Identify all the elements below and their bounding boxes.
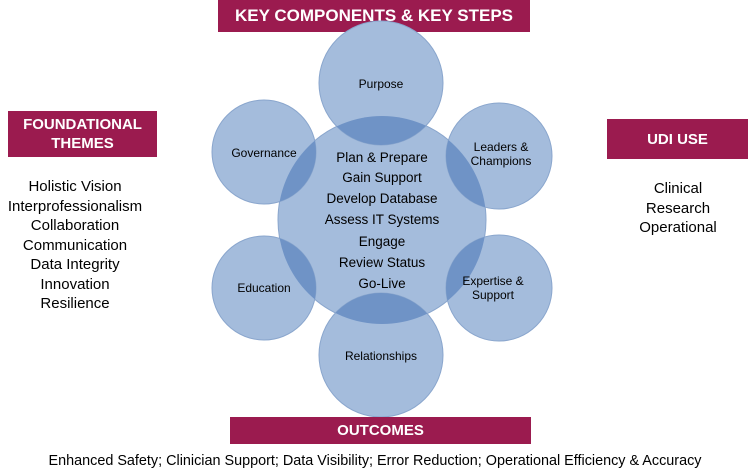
- udi-use-banner: UDI USE: [607, 119, 748, 159]
- foundational-themes-list: Holistic Vision Interprofessionalism Col…: [0, 177, 150, 314]
- theme-item: Holistic Vision: [28, 178, 122, 195]
- foundational-themes-title-line1: FOUNDATIONAL: [23, 116, 142, 133]
- theme-item: Collaboration: [30, 217, 120, 234]
- key-step: Develop Database: [326, 191, 437, 206]
- theme-item: Innovation: [40, 275, 110, 293]
- udi-use-item: Clinical: [653, 180, 703, 197]
- theme-item: Interprofessionalism: [7, 197, 143, 215]
- outcomes-banner: OUTCOMES: [230, 417, 531, 444]
- education-label: Education: [237, 281, 290, 295]
- key-step: Review Status: [339, 255, 426, 270]
- theme-item: Communication: [22, 236, 128, 254]
- governance-label: Governance: [231, 146, 297, 160]
- outcomes-title: OUTCOMES: [337, 422, 424, 439]
- foundational-themes-title-line2: THEMES: [51, 135, 114, 152]
- relationships-label: Relationships: [345, 349, 417, 363]
- key-step: Plan & Prepare: [336, 150, 428, 165]
- udi-use-item: Operational: [639, 219, 717, 236]
- expertise-label-line2: Support: [472, 288, 515, 302]
- key-step: Gain Support: [342, 170, 422, 185]
- expertise-label-line1: Expertise &: [462, 274, 523, 288]
- udi-use-item: Research: [645, 199, 711, 217]
- udi-use-list: Clinical Research Operational: [603, 179, 750, 238]
- key-components-title: KEY COMPONENTS & KEY STEPS: [234, 6, 514, 25]
- theme-item: Resilience: [40, 295, 110, 312]
- theme-item: Data Integrity: [30, 256, 120, 273]
- outcomes-text: Enhanced Safety; Clinician Support; Data…: [48, 453, 702, 469]
- leaders-label-line2: Champions: [471, 154, 532, 168]
- purpose-label: Purpose: [359, 77, 404, 91]
- leaders-label-line1: Leaders &: [474, 140, 529, 154]
- udi-use-title: UDI USE: [647, 130, 708, 148]
- key-step: Assess IT Systems: [325, 212, 440, 227]
- key-step: Engage: [359, 234, 406, 249]
- key-step: Go-Live: [358, 276, 405, 291]
- foundational-themes-banner: FOUNDATIONAL THEMES: [8, 111, 157, 157]
